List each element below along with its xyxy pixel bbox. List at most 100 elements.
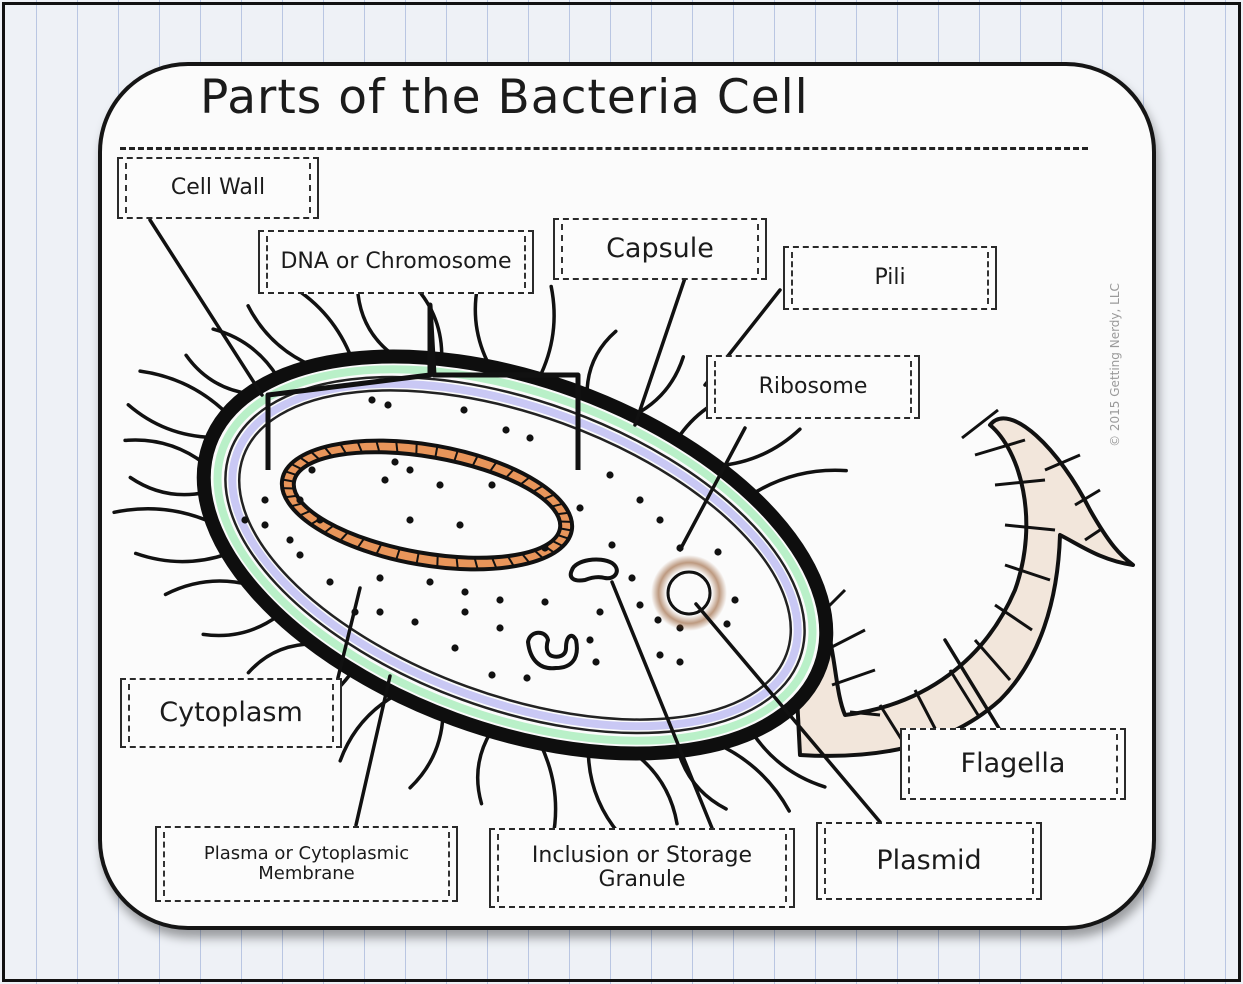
flagellum-segment <box>832 670 875 685</box>
leader-cell-wall <box>150 220 262 395</box>
label-inclusion-text: Inclusion or Storage Granule <box>491 844 793 892</box>
ribosome-dot <box>496 596 503 603</box>
label-cytoplasm-text: Cytoplasm <box>147 698 315 728</box>
ribosome-dot <box>608 541 615 548</box>
pilus-hair <box>410 715 443 788</box>
dna-tick <box>396 441 397 453</box>
ribosome-dot <box>296 496 303 503</box>
pilus-hair <box>130 478 205 495</box>
pilus-hair <box>751 470 846 495</box>
pilus-hair <box>166 581 251 594</box>
ribosome-dot <box>656 651 663 658</box>
label-dna: DNA or Chromosome <box>258 230 534 294</box>
label-plasmid: Plasmid <box>816 822 1042 900</box>
ribosome-dot <box>592 658 599 665</box>
pilus-hair <box>125 440 205 464</box>
leader-capsule <box>635 278 685 425</box>
ribosome-dot <box>586 636 593 643</box>
pilus-hair <box>588 751 619 834</box>
ribosome-dot <box>576 504 583 511</box>
ribosome-dot <box>384 401 391 408</box>
pilus-hair <box>340 695 396 761</box>
label-plasmid-text: Plasmid <box>864 846 993 876</box>
leader-plasma-membrane <box>356 676 390 825</box>
plasmid-ring <box>668 572 710 614</box>
ribosome-dot <box>436 481 443 488</box>
ribosome-dot <box>723 620 730 627</box>
label-ribosome-text: Ribosome <box>747 375 880 399</box>
ribosome-dot <box>376 608 383 615</box>
label-pili-text: Pili <box>862 266 917 290</box>
pilus-hair <box>540 743 555 838</box>
pilus-hair <box>140 371 227 414</box>
ribosome-dot <box>241 516 248 523</box>
title-underline <box>120 147 1088 150</box>
label-plasma-membrane-text: Plasma or Cytoplasmic Membrane <box>157 844 456 884</box>
storage-granule <box>571 559 617 580</box>
pilus-hair <box>248 644 313 673</box>
ribosome-dot <box>628 574 635 581</box>
ribosome-dot <box>381 476 388 483</box>
flagellum <box>790 410 1133 756</box>
pilus-hair <box>358 295 395 357</box>
label-cell-wall: Cell Wall <box>117 157 319 219</box>
label-flagella: Flagella <box>900 728 1126 800</box>
ribosome-dot <box>368 396 375 403</box>
ribosome-dot <box>496 624 503 631</box>
pilus-hair <box>291 286 352 359</box>
dna-tick <box>557 513 569 514</box>
pilus-hair <box>587 331 616 395</box>
ribosome-dot <box>326 578 333 585</box>
ribosome-dot <box>636 601 643 608</box>
copyright-watermark-text: © 2015 Getting Nerdy, LLC <box>1108 283 1122 447</box>
pilus-hair <box>635 754 677 824</box>
pilus-hair <box>128 405 212 438</box>
pilus-hair <box>475 281 490 366</box>
label-flagella-text: Flagella <box>949 749 1078 779</box>
ribosome-dot <box>376 574 383 581</box>
ribosome-dot <box>523 674 530 681</box>
ribosome-dot <box>406 516 413 523</box>
ribosome-dot <box>606 471 613 478</box>
ribosome-dot <box>308 466 315 473</box>
label-capsule: Capsule <box>553 218 767 280</box>
label-pili: Pili <box>783 246 997 310</box>
label-cytoplasm: Cytoplasm <box>120 678 342 748</box>
dna-tick <box>285 496 297 497</box>
ribosome-dot <box>636 496 643 503</box>
pilus-hair <box>539 287 554 379</box>
ribosome-dot <box>676 658 683 665</box>
pilus-hair <box>478 731 492 803</box>
label-capsule-text: Capsule <box>594 234 726 264</box>
plasmid <box>651 555 727 631</box>
ribosome-dot <box>541 598 548 605</box>
pilus-hair <box>114 509 212 523</box>
ribosome-dot <box>451 644 458 651</box>
ribosome-dot <box>656 516 663 523</box>
ribosome-dot <box>731 596 738 603</box>
label-ribosome: Ribosome <box>706 355 920 419</box>
diagram-title: Parts of the Bacteria Cell <box>200 70 1000 140</box>
ribosome-dot <box>488 481 495 488</box>
ribosome-dot <box>460 406 467 413</box>
pilus-hair <box>136 553 228 561</box>
ribosome-dot <box>426 578 433 585</box>
label-cell-wall-text: Cell Wall <box>159 176 277 200</box>
label-dna-text: DNA or Chromosome <box>268 250 523 274</box>
dna-tick <box>457 557 458 569</box>
ribosome-dot <box>456 521 463 528</box>
ribosome-dot <box>461 588 468 595</box>
ribosome-dot <box>406 466 413 473</box>
ribosome-dot <box>541 544 548 551</box>
ribosome-dot <box>526 434 533 441</box>
ribosome-dot <box>261 521 268 528</box>
ribosome-dot <box>596 608 603 615</box>
pilus-hair <box>203 615 279 635</box>
ribosome-dot <box>502 426 509 433</box>
ribosome-dot <box>286 536 293 543</box>
ribosome-dot <box>461 608 468 615</box>
ribosome-dot <box>391 458 398 465</box>
ribosome-dot <box>488 671 495 678</box>
pilus-hair <box>248 306 312 366</box>
ribosome-dot <box>411 618 418 625</box>
